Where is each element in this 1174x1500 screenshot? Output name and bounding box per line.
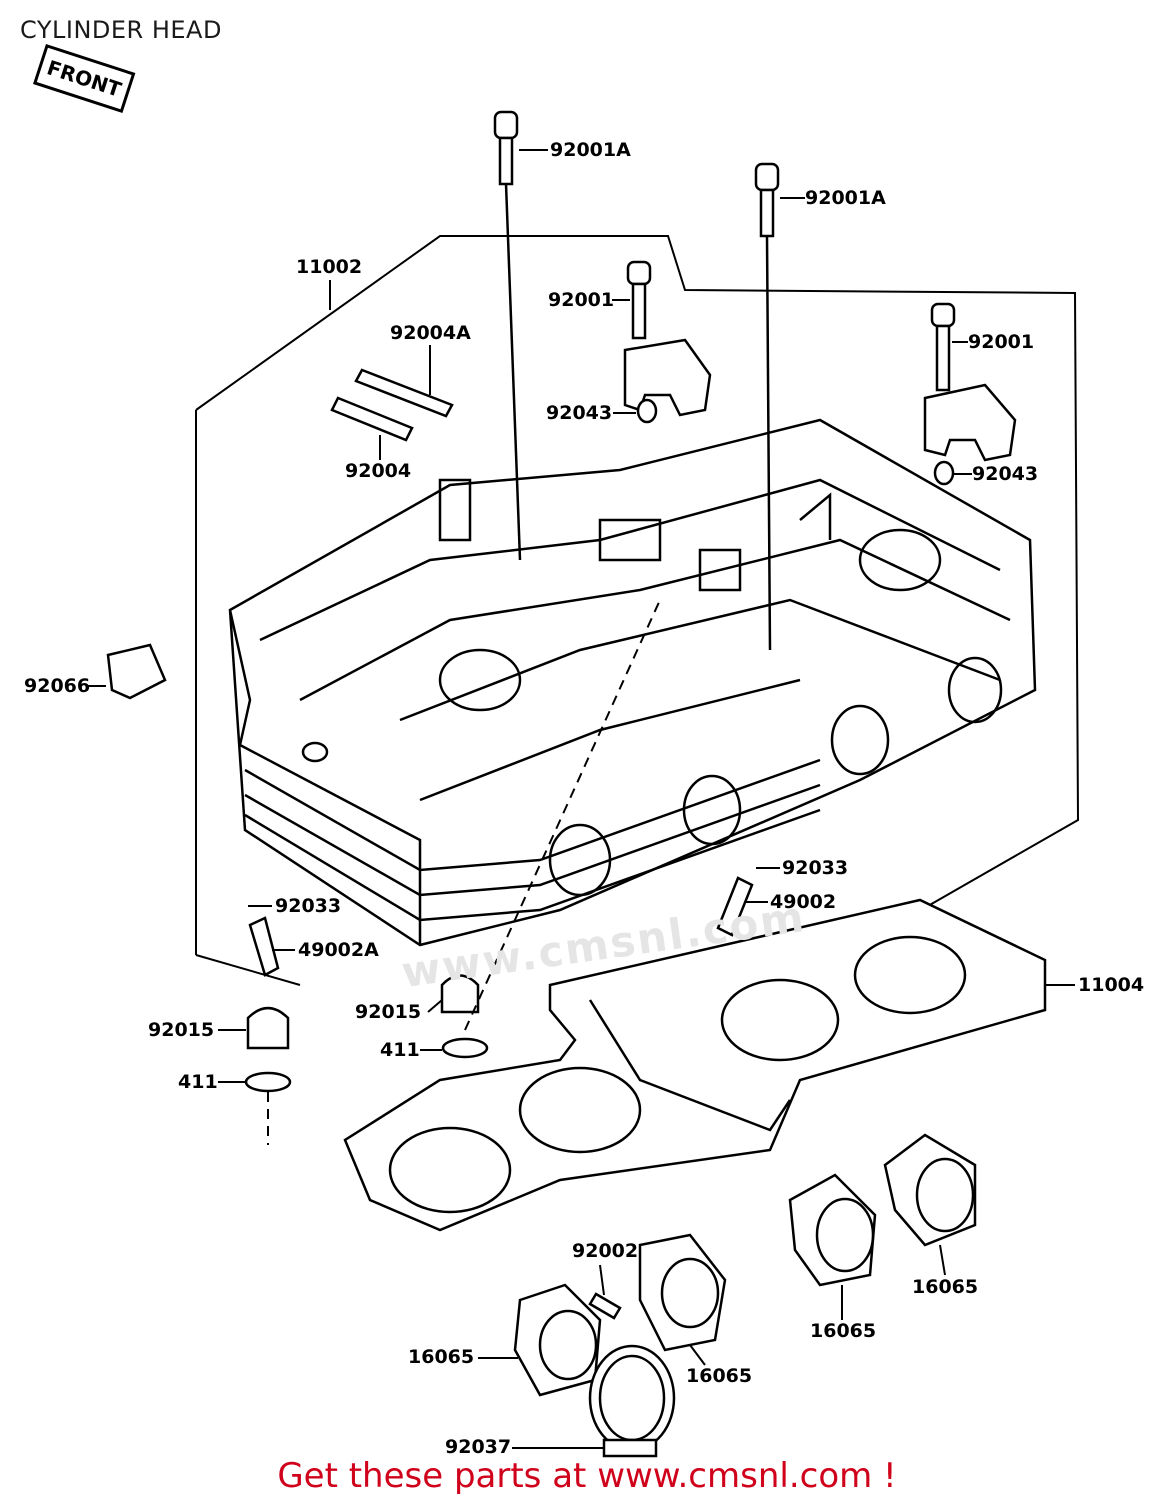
label-411-left[interactable]: 411 [178,1071,218,1093]
label-92001A-left[interactable]: 92001A [550,139,631,161]
label-92004[interactable]: 92004 [345,460,412,482]
jet-49002 [716,876,754,937]
cylinder-head [228,418,1037,947]
washer-411-right [441,1037,489,1059]
bolt-92001A-left [493,110,522,561]
washer-411-left [244,1071,292,1093]
label-92015-right[interactable]: 92015 [355,1001,422,1023]
label-92037[interactable]: 92037 [445,1436,512,1458]
group-outline-bottom [195,954,301,986]
bolt-92001A-right [754,162,780,651]
head-gasket [343,898,1047,1232]
cam-cap-right [923,383,1017,462]
label-411-right[interactable]: 411 [380,1039,420,1061]
label-16065-center[interactable]: 16065 [686,1365,753,1387]
intake-holder-3 [788,1173,877,1287]
label-92043-right[interactable]: 92043 [972,463,1039,485]
label-49002A[interactable]: 49002A [298,939,379,961]
jet-49002A [248,916,280,977]
nut-92015-right [440,974,480,1014]
label-92004A[interactable]: 92004A [390,322,471,344]
bolt-92001-left [626,260,652,340]
footer-suffix: ! [872,1456,897,1496]
page-title: CYLINDER HEAD [20,16,222,44]
label-16065-right[interactable]: 16065 [810,1320,877,1342]
cam-cap-left [623,338,712,417]
dowel-92043-left [636,398,658,424]
label-92043-left[interactable]: 92043 [546,402,613,424]
plug-92066 [106,643,167,700]
label-16065-far-right[interactable]: 16065 [912,1276,979,1298]
stud-92004 [330,396,414,442]
bolt-92001-right [930,302,956,392]
label-11002[interactable]: 11002 [296,256,363,278]
clamp-92037 [588,1344,676,1458]
label-92001-right[interactable]: 92001 [968,331,1035,353]
footer-prefix: Get these parts at [277,1456,598,1496]
leader-lines [88,149,1075,1449]
label-92002[interactable]: 92002 [572,1240,639,1262]
intake-holder-2 [638,1233,727,1352]
label-92001-left[interactable]: 92001 [548,289,615,311]
intake-holder-4 [883,1133,977,1247]
footer-link[interactable]: www.cmsnl.com [597,1456,873,1496]
label-92033-right[interactable]: 92033 [782,857,849,879]
nut-92015-left [246,1006,290,1050]
label-92066[interactable]: 92066 [24,675,91,697]
label-92001A-right[interactable]: 92001A [805,187,886,209]
label-92015-left[interactable]: 92015 [148,1019,215,1041]
intake-holder-1 [513,1283,602,1397]
stud-92004A [354,368,454,418]
label-11004[interactable]: 11004 [1078,974,1145,996]
label-92033-left[interactable]: 92033 [275,895,342,917]
dowel-92043-right [933,460,955,486]
screw-92002 [588,1292,622,1320]
label-49002[interactable]: 49002 [770,891,837,913]
label-16065-left[interactable]: 16065 [408,1346,475,1368]
footer-cta: Get these parts at www.cmsnl.com ! [0,1456,1174,1496]
